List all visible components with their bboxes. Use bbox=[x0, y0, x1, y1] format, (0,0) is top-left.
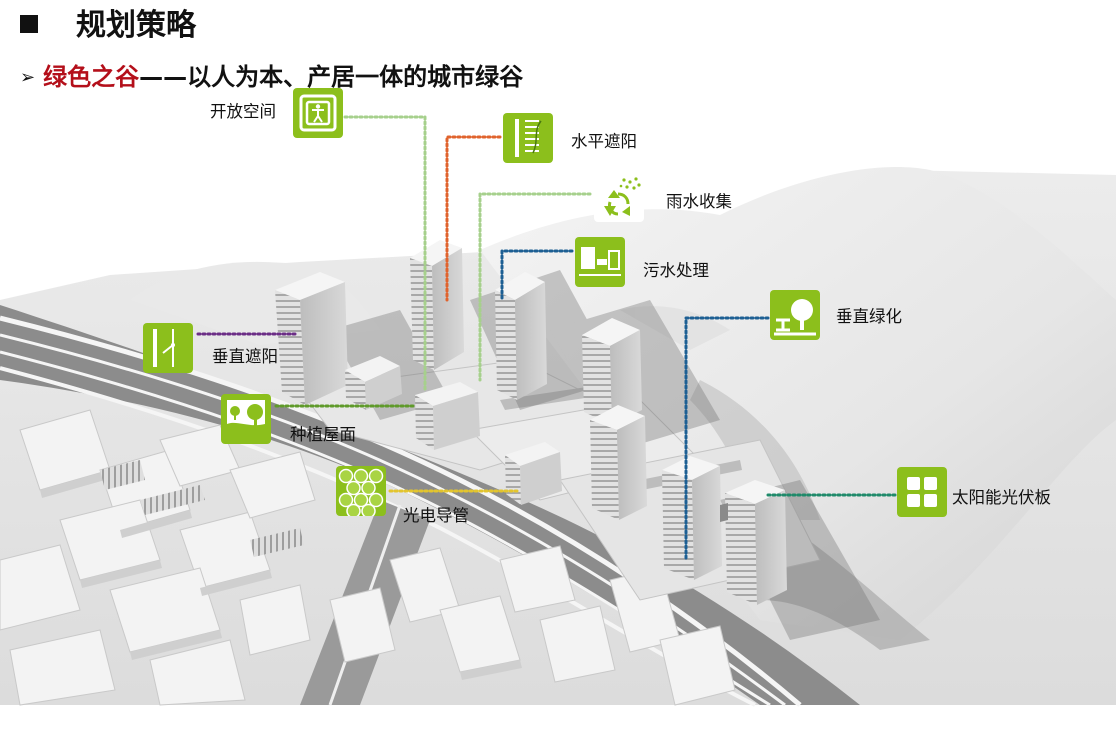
solar-panel-icon bbox=[897, 467, 947, 517]
callout-label-solar-pv: 太阳能光伏板 bbox=[952, 488, 1051, 507]
callout-label-planted-roof: 种植屋面 bbox=[290, 425, 356, 444]
planted-roof-icon bbox=[221, 394, 271, 444]
callout-label-vertical-greening: 垂直绿化 bbox=[836, 307, 902, 326]
leader-horizontal-shading bbox=[445, 135, 502, 302]
sewage-treatment-icon bbox=[575, 237, 625, 287]
callout-label-open-space: 开放空间 bbox=[210, 102, 276, 121]
page-subtitle: ➢ 绿色之谷——以人为本、产居一体的城市绿谷 bbox=[20, 57, 523, 92]
subtitle-rest: ——以人为本、产居一体的城市绿谷 bbox=[139, 63, 524, 91]
callout-label-light-pipe: 光电导管 bbox=[403, 506, 469, 525]
light-pipe-icon bbox=[336, 466, 386, 516]
horizontal-shading-icon bbox=[503, 113, 553, 163]
callout-label-sewage-treatment: 污水处理 bbox=[643, 261, 709, 280]
vertical-shading-icon bbox=[143, 323, 193, 373]
leader-vertical-greening bbox=[684, 316, 770, 562]
callout-label-horizontal-shading: 水平遮阳 bbox=[571, 132, 637, 151]
page-title: 规划策略 bbox=[20, 0, 196, 44]
leader-sewage bbox=[500, 249, 574, 302]
arrow-bullet-icon: ➢ bbox=[20, 67, 36, 88]
subtitle-highlight: 绿色之谷 bbox=[43, 63, 140, 91]
callout-label-rainwater-collection: 雨水收集 bbox=[666, 192, 732, 211]
leader-rainwater bbox=[478, 192, 592, 382]
open-space-icon bbox=[293, 88, 343, 138]
rainwater-recycle-icon bbox=[594, 172, 644, 222]
callout-label-vertical-shading: 垂直遮阳 bbox=[212, 347, 278, 366]
leader-open-space bbox=[343, 115, 427, 392]
vertical-greening-icon bbox=[770, 290, 820, 340]
title-bullet-square bbox=[20, 14, 38, 33]
page-title-text: 规划策略 bbox=[76, 8, 196, 43]
